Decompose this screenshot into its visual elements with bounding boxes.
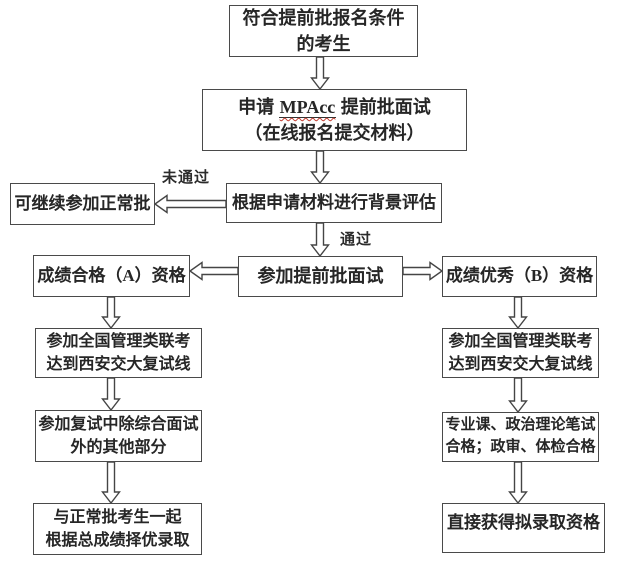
arrow-down-grade-a-to-exam-icon — [101, 297, 121, 328]
node-early-interview: 参加提前批面试 — [238, 256, 403, 297]
arrow-down-b-qualify-to-admit-icon — [508, 462, 528, 503]
arrow-left-evaluation-to-normal-icon — [155, 194, 226, 214]
arrow-down-grade-b-to-exam-icon — [508, 297, 528, 328]
node-background-evaluation-label: 根据申请材料进行背景评估 — [232, 192, 436, 212]
node-b-national-exam: 参加全国管理类联考 达到西安交大复试线 — [442, 328, 599, 378]
arrow-down-eligible-to-apply-icon — [310, 57, 330, 89]
arrow-down-evaluation-to-interview-icon — [310, 223, 330, 256]
apply-prefix: 申请 — [238, 96, 279, 117]
node-a-retest-parts: 参加复试中除综合面试 外的其他部分 — [35, 410, 202, 462]
node-a-admission: 与正常批考生一起 根据总成绩择优录取 — [33, 503, 202, 555]
node-a-national-exam-label: 参加全国管理类联考 达到西安交大复试线 — [46, 332, 191, 373]
node-grade-a: 成绩合格（A）资格 — [33, 255, 190, 297]
node-a-national-exam: 参加全国管理类联考 达到西安交大复试线 — [35, 328, 202, 378]
node-apply-line1: 申请 MPAcc 提前批面试 — [238, 94, 431, 120]
arrow-down-apply-to-evaluation-icon — [310, 151, 330, 183]
node-background-evaluation: 根据申请材料进行背景评估 — [226, 183, 442, 223]
edge-label-pass: 通过 — [340, 232, 373, 248]
node-b-admission: 直接获得拟录取资格 — [442, 503, 605, 553]
node-b-national-exam-label: 参加全国管理类联考 达到西安交大复试线 — [448, 332, 593, 373]
node-eligible-label: 符合提前批报名条件 的考生 — [242, 7, 405, 54]
node-apply-line2: （在线报名提交材料） — [244, 123, 425, 143]
node-b-qualification: 专业课、政治理论笔试 合格；政审、体检合格 — [442, 412, 599, 462]
node-grade-b-label: 成绩优秀（B）资格 — [445, 266, 594, 286]
node-a-admission-label: 与正常批考生一起 根据总成绩择优录取 — [45, 508, 190, 549]
arrow-down-a-exam-to-retest-icon — [101, 378, 121, 410]
node-a-retest-parts-label: 参加复试中除综合面试 外的其他部分 — [38, 415, 199, 456]
apply-suffix: 提前批面试 — [336, 96, 431, 117]
node-early-interview-label: 参加提前批面试 — [257, 266, 384, 287]
arrow-left-interview-to-grade-a-icon — [190, 261, 238, 281]
arrow-down-a-retest-to-admit-icon — [101, 462, 121, 503]
node-normal-batch-label: 可继续参加正常批 — [14, 193, 151, 213]
node-eligible-candidates: 符合提前批报名条件 的考生 — [229, 5, 418, 57]
arrow-down-b-exam-to-qualify-icon — [508, 378, 528, 412]
node-apply-interview: 申请 MPAcc 提前批面试 （在线报名提交材料） — [202, 89, 467, 151]
node-grade-b: 成绩优秀（B）资格 — [442, 256, 597, 297]
node-b-qualification-label: 专业课、政治理论笔试 合格；政审、体检合格 — [445, 417, 596, 455]
mpacc-text: MPAcc — [278, 96, 337, 118]
arrow-right-interview-to-grade-b-icon — [403, 261, 442, 281]
edge-label-fail: 未通过 — [162, 170, 211, 186]
node-grade-a-label: 成绩合格（A）资格 — [37, 265, 186, 285]
node-b-admission-label: 直接获得拟录取资格 — [447, 513, 600, 532]
node-normal-batch: 可继续参加正常批 — [10, 183, 155, 225]
